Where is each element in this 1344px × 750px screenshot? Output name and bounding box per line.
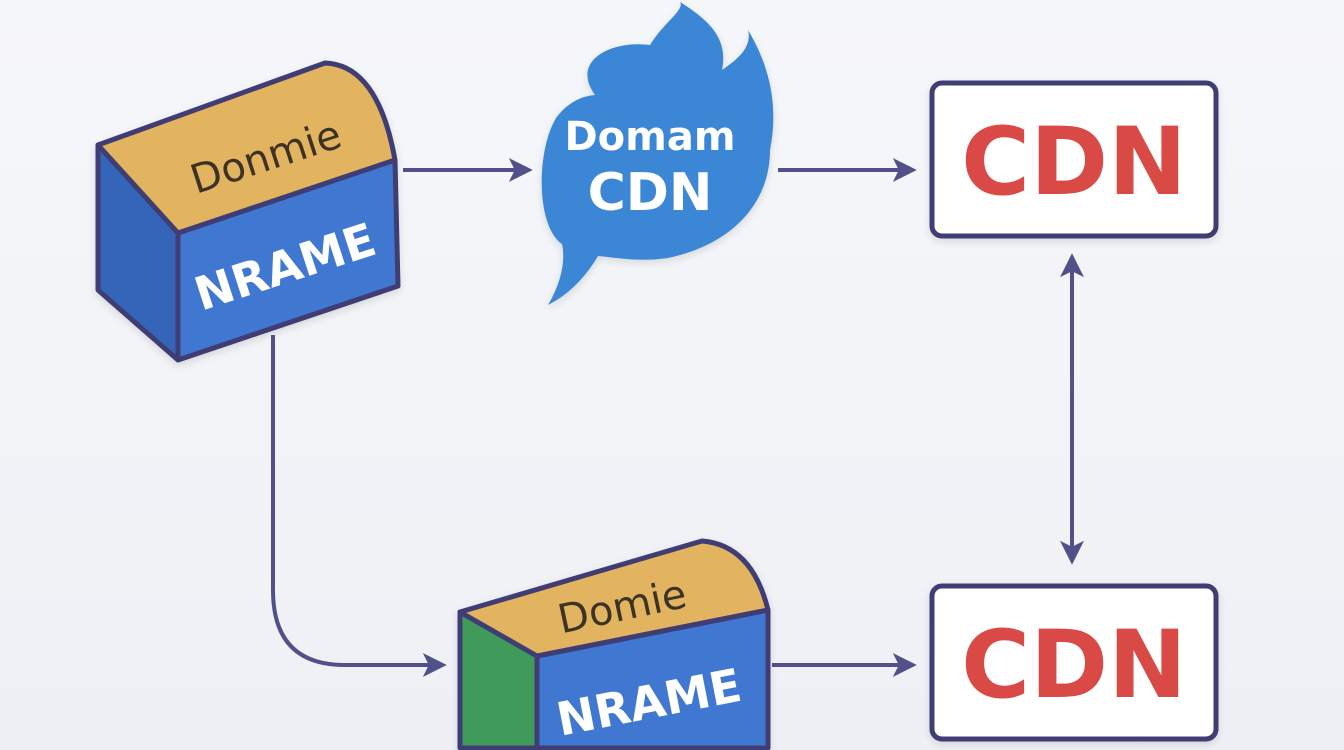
cdn-box-bottom: CDN [929,583,1219,742]
arrow-dns-top-to-dns-bottom [271,335,447,677]
cdn-box-top: CDN [929,80,1219,239]
cloud-line-1: Domam [564,114,735,160]
cdn-box-bottom-label: CDN [961,611,1187,720]
dns-box-top: Donmie NRAME [95,60,401,363]
cdn-box-top-label: CDN [961,108,1187,217]
dns-box-bottom: Domie NRAME [457,538,771,750]
connectors [271,158,1084,677]
cloud-node: Domam CDN [541,2,774,305]
cdn-box-top-frame [929,80,1219,239]
dns-box-top-top-face [95,60,398,236]
cdn-box-bottom-frame [929,583,1219,742]
flame-cloud-icon [541,2,774,305]
cloud-line-2: CDN [588,163,713,223]
dns-box-bottom-top-face [457,538,771,659]
